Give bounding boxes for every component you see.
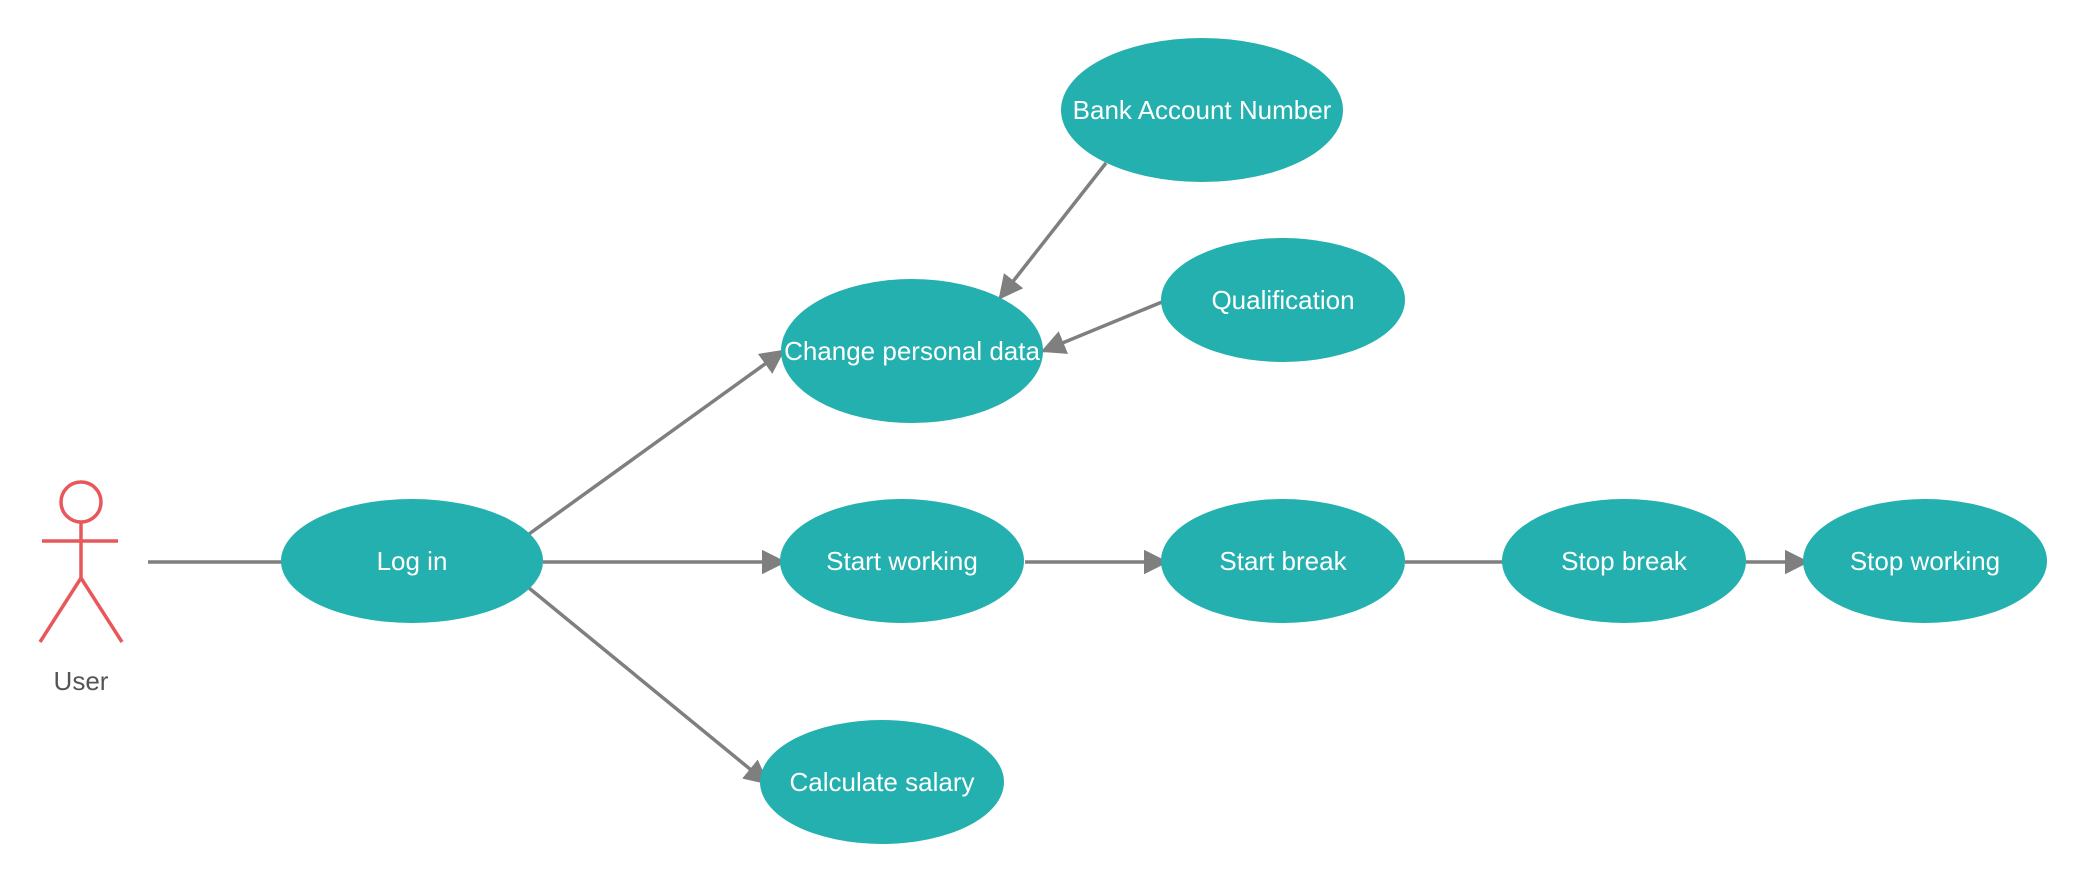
use-case-start-working[interactable]: Start working <box>780 499 1024 623</box>
use-case-bank-account-number[interactable]: Bank Account Number <box>1061 38 1343 182</box>
use-case-stop-working[interactable]: Stop working <box>1803 499 2047 623</box>
use-case-label: Stop working <box>1850 546 2000 576</box>
actor-user[interactable]: User <box>38 480 124 696</box>
use-case-start-break[interactable]: Start break <box>1161 499 1405 623</box>
use-case-change-personal-data[interactable]: Change personal data <box>781 279 1043 423</box>
use-case-label: Calculate salary <box>790 767 975 797</box>
use-case-qualification[interactable]: Qualification <box>1161 238 1405 362</box>
use-case-calculate-salary[interactable]: Calculate salary <box>760 720 1004 844</box>
actor-right-leg <box>79 577 124 643</box>
edge-bank-account-change-personal-data <box>998 161 1108 300</box>
edge-login-change-personal-data <box>527 349 785 536</box>
edge-login-calculate-salary <box>527 586 769 785</box>
edge-qualification-change-personal-data <box>1040 300 1163 354</box>
use-case-label: Bank Account Number <box>1073 95 1332 125</box>
use-case-label: Stop break <box>1561 546 1688 576</box>
use-case-label: Log in <box>377 546 448 576</box>
use-case-stop-break[interactable]: Stop break <box>1502 499 1746 623</box>
use-case-label: Start working <box>826 546 978 576</box>
actor-label: User <box>54 666 109 696</box>
use-case-label: Start break <box>1219 546 1347 576</box>
actor-head <box>59 480 103 524</box>
use-case-label: Change personal data <box>784 336 1040 366</box>
connectors <box>148 161 1810 785</box>
use-case-log-in[interactable]: Log in <box>281 499 543 623</box>
use-case-label: Qualification <box>1211 285 1354 315</box>
actor-left-leg <box>38 577 83 643</box>
